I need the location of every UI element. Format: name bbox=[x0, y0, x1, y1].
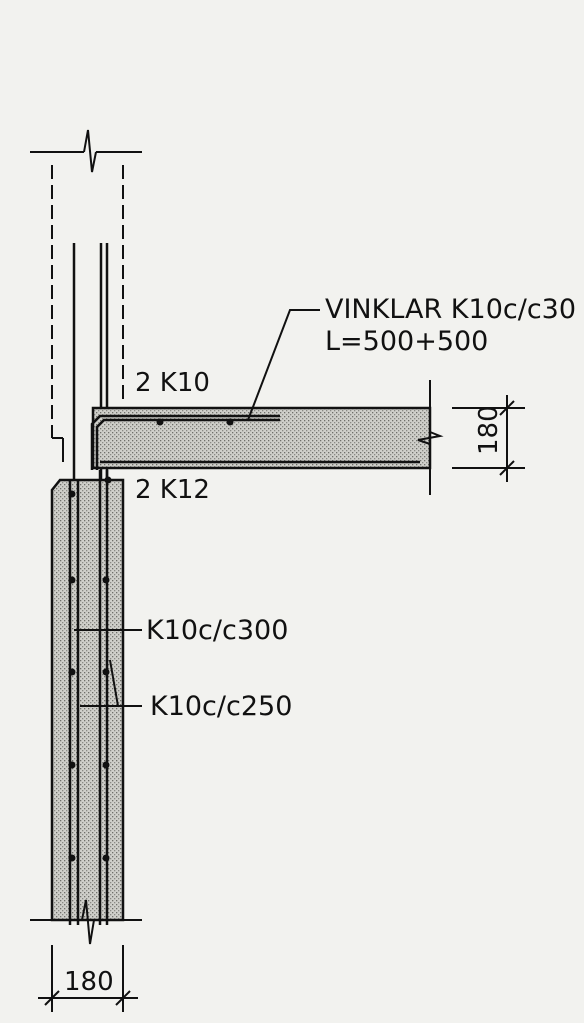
vinklar-length-label: L=500+500 bbox=[325, 326, 488, 357]
slab-rebars bbox=[90, 414, 420, 470]
rebar-dots bbox=[68, 418, 234, 862]
wall-thickness-label: 180 bbox=[64, 967, 114, 997]
lower-break-line bbox=[30, 899, 142, 945]
slab-break-line bbox=[417, 380, 444, 495]
lower-wall-rebars bbox=[68, 470, 109, 925]
top-bars-label: 2 K10 bbox=[135, 368, 210, 398]
upper-break-line bbox=[30, 129, 142, 173]
wall-dimension bbox=[38, 945, 138, 1012]
leader-lines bbox=[74, 309, 320, 707]
slab-dimension bbox=[452, 395, 525, 482]
bottom-bars-label: 2 K12 bbox=[135, 475, 210, 505]
wall-rebar-inner-label: K10c/c250 bbox=[150, 691, 292, 722]
wall-rebar-outer-label: K10c/c300 bbox=[146, 615, 288, 646]
vinklar-label: VINKLAR K10c/c30 bbox=[325, 294, 576, 325]
slab-thickness-label: 180 bbox=[474, 405, 504, 455]
upper-wall-outline bbox=[51, 165, 124, 462]
lower-wall-section bbox=[50, 478, 125, 922]
